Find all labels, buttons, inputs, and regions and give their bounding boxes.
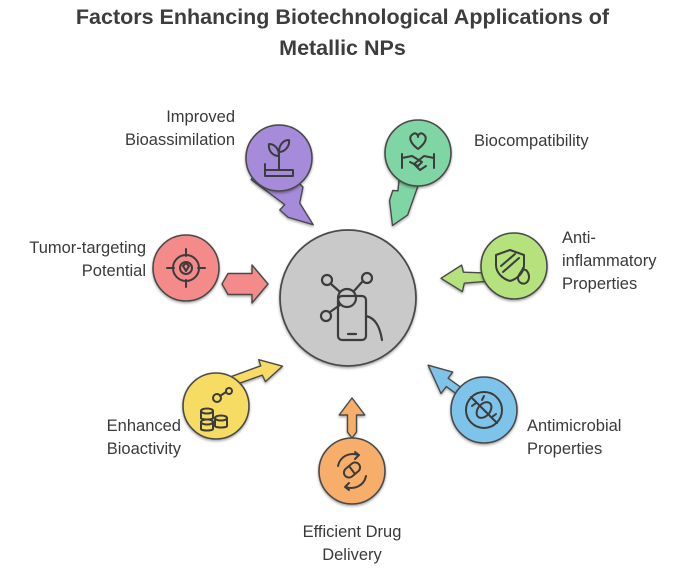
no-bacteria-icon [465, 391, 503, 429]
label-anti-inflammatory-line-3: Properties [562, 275, 638, 293]
pill-cycle-icon [337, 451, 367, 491]
node-bioassimilation[interactable] [245, 124, 313, 192]
label-tumor-line-2: Potential [81, 262, 146, 280]
node-anti-inflammatory[interactable] [480, 232, 548, 300]
molecule-stack-icon [200, 387, 233, 432]
molecule-phone-hand-icon [319, 271, 384, 342]
label-tumor-line-1: Tumor-targeting [29, 239, 146, 257]
center-node [279, 229, 417, 367]
title-line-1: Factors Enhancing Biotechnological Appli… [75, 5, 610, 29]
shield-flame-icon [495, 249, 530, 285]
arrow-drug-delivery-shape [338, 397, 366, 439]
label-tumor: Tumor-targeting Potential [0, 237, 146, 283]
arrow-drug-delivery [338, 397, 366, 439]
node-bioactivity[interactable] [182, 372, 250, 440]
label-bioassimilation: Improved Bioassimilation [60, 106, 235, 152]
node-drug-delivery[interactable] [318, 437, 386, 505]
label-bioassimilation-line-2: Bioassimilation [124, 131, 235, 149]
label-drug-delivery-line-1: Efficient Drug [302, 523, 402, 541]
node-tumor[interactable] [152, 234, 220, 302]
label-biocompatibility: Biocompatibility [474, 130, 654, 153]
node-tumor-circle [152, 234, 220, 302]
label-bioactivity: Enhanced Bioactivity [40, 415, 181, 461]
label-anti-inflammatory-line-1: Anti- [562, 229, 596, 247]
label-bioassimilation-line-1: Improved [166, 108, 235, 126]
label-drug-delivery-line-2: Delivery [322, 546, 382, 564]
label-drug-delivery: Efficient Drug Delivery [262, 521, 442, 567]
center-circle [279, 229, 417, 367]
label-antimicrobial: Antimicrobial Properties [527, 415, 677, 461]
plant-hand-icon [264, 139, 294, 177]
arrow-tumor-shape [221, 264, 269, 304]
node-biocompatibility[interactable] [384, 119, 452, 187]
node-bioactivity-circle [182, 372, 250, 440]
label-bioactivity-line-1: Enhanced [106, 417, 181, 435]
title-line-2: Metallic NPs [279, 36, 406, 60]
heart-handshake-icon [401, 132, 435, 171]
label-antimicrobial-line-1: Antimicrobial [527, 417, 622, 435]
target-icon [166, 248, 206, 288]
page-title: Factors Enhancing Biotechnological Appli… [0, 2, 685, 64]
label-antimicrobial-line-2: Properties [527, 440, 603, 458]
label-anti-inflammatory-line-2: inflammatory [562, 252, 657, 270]
label-anti-inflammatory: Anti- inflammatory Properties [562, 227, 682, 296]
node-antimicrobial[interactable] [450, 376, 518, 444]
arrow-tumor [221, 264, 269, 304]
label-biocompatibility-line-1: Biocompatibility [474, 132, 589, 150]
node-anti-inflammatory-circle [480, 232, 548, 300]
node-biocompatibility-circle [384, 119, 452, 187]
label-bioactivity-line-2: Bioactivity [106, 440, 181, 458]
